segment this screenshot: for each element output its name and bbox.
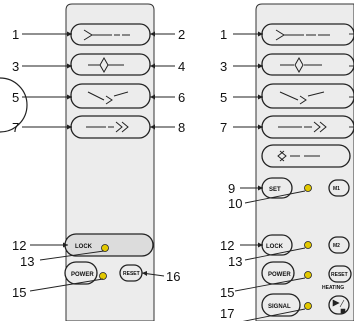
right-lock-button[interactable]: LOCK	[261, 234, 293, 256]
callout-8: 8	[178, 120, 185, 135]
right-swing-button-1[interactable]	[261, 23, 354, 46]
right-swing-button-3[interactable]	[261, 83, 354, 109]
callout-1: 1	[220, 27, 227, 42]
callout-15: 15	[220, 285, 234, 300]
airflow-right-icon	[278, 121, 327, 133]
callout-6: 6	[178, 90, 185, 105]
callout-12: 12	[12, 238, 26, 253]
play-pause-icon	[332, 299, 346, 314]
callout-9: 9	[228, 181, 235, 196]
svg-text:M1: M1	[333, 186, 340, 192]
right-power-button[interactable]: POWER	[261, 261, 295, 285]
svg-text:POWER: POWER	[71, 272, 94, 278]
airflow-center-icon	[88, 56, 124, 74]
airflow-right-icon	[86, 121, 129, 133]
callout-2: 2	[178, 27, 185, 42]
partial-circle-edge	[0, 77, 28, 133]
right-swing-button-5[interactable]	[261, 144, 351, 168]
right-remote: SET M1 LOCK M2 POWER RESET HEATING	[220, 3, 354, 321]
heating-label: HEATING	[322, 285, 344, 291]
right-swing-button-4[interactable]	[261, 115, 354, 139]
callout-1: 1	[12, 27, 19, 42]
callout-12: 12	[220, 238, 234, 253]
left-swing-button-4[interactable]	[70, 115, 151, 139]
left-lock-button[interactable]: LOCK	[64, 233, 154, 257]
svg-text:RESET: RESET	[123, 271, 140, 277]
svg-text:RESET: RESET	[331, 272, 348, 278]
callout-16: 16	[166, 269, 180, 284]
airflow-left-icon	[277, 150, 320, 162]
right-m1-button[interactable]: M1	[328, 179, 350, 197]
svg-text:SET: SET	[269, 187, 281, 193]
callout-7: 7	[220, 120, 227, 135]
airflow-diagonal-icon	[87, 91, 129, 105]
left-power-button[interactable]: POWER	[64, 261, 98, 285]
left-reset-button[interactable]: RESET	[119, 264, 143, 282]
svg-text:LOCK: LOCK	[75, 244, 93, 250]
right-set-indicator	[304, 184, 312, 192]
left-swing-button-2[interactable]	[70, 53, 151, 76]
callout-17: 17	[220, 306, 234, 321]
callout-5: 5	[12, 90, 19, 105]
svg-text:SIGNAL: SIGNAL	[268, 304, 291, 310]
callout-4: 4	[178, 59, 185, 74]
callout-13: 13	[228, 254, 242, 269]
right-reset-button[interactable]: RESET	[328, 265, 352, 283]
airflow-vent-icon	[83, 29, 130, 41]
airflow-vent-icon	[275, 29, 330, 41]
left-callout-arrows	[63, 31, 155, 276]
airflow-diagonal-icon	[279, 91, 325, 105]
callout-10: 10	[228, 196, 242, 211]
left-remote: LOCK POWER RESET	[12, 3, 185, 321]
right-set-button[interactable]: SET	[261, 177, 293, 199]
right-lock-indicator	[304, 241, 312, 249]
right-swing-button-2[interactable]	[261, 53, 354, 76]
left-swing-button-1[interactable]	[70, 23, 151, 46]
callout-7: 7	[12, 120, 19, 135]
callout-15: 15	[12, 285, 26, 300]
right-power-indicator	[304, 271, 312, 279]
right-signal-button[interactable]: SIGNAL	[261, 293, 301, 317]
right-m2-button[interactable]: M2	[328, 236, 350, 254]
left-swing-button-3[interactable]	[70, 83, 151, 109]
left-lock-indicator	[101, 244, 109, 252]
callout-13: 13	[20, 254, 34, 269]
callout-5: 5	[220, 90, 227, 105]
right-signal-indicator	[304, 302, 312, 310]
svg-text:POWER: POWER	[268, 272, 291, 278]
svg-text:M2: M2	[333, 243, 340, 249]
airflow-center-icon	[280, 56, 322, 74]
right-callout-arrows	[258, 31, 263, 248]
svg-text:LOCK: LOCK	[266, 244, 284, 250]
callout-3: 3	[220, 59, 227, 74]
left-power-indicator	[99, 272, 107, 280]
right-heating-toggle-button[interactable]	[328, 295, 350, 315]
callout-3: 3	[12, 59, 19, 74]
